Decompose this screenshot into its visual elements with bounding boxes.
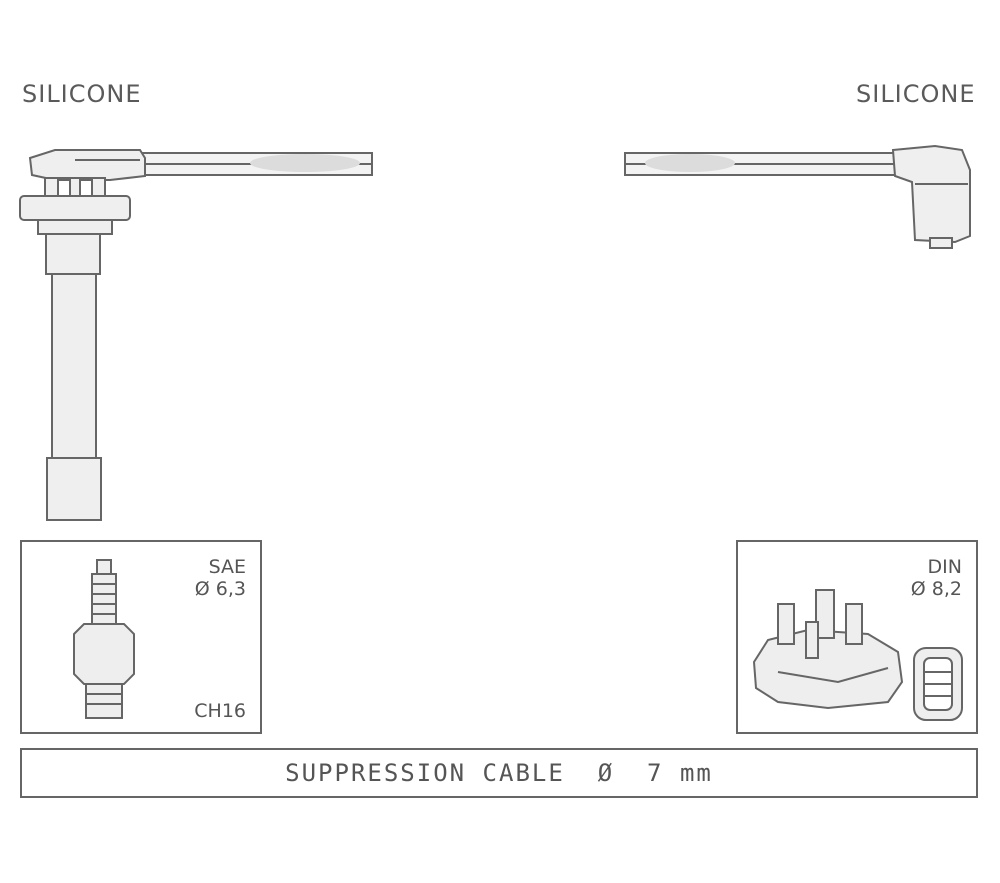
right-material-label: SILICONE xyxy=(856,80,976,108)
distributor-box: DIN Ø 8,2 xyxy=(736,540,978,734)
spark-plug-box: SAE Ø 6,3 CH16 xyxy=(20,540,262,734)
spark-plug-boot-left xyxy=(19,149,373,521)
suppression-cable-box: SUPPRESSION CABLE Ø 7 mm xyxy=(20,748,978,798)
distributor-diameter: Ø 8,2 xyxy=(910,578,962,600)
spark-plug-icon xyxy=(73,559,135,719)
left-material-label: SILICONE xyxy=(22,80,142,108)
spark-plug-standard: SAE xyxy=(208,556,246,578)
distributor-cap-icon xyxy=(752,589,963,721)
distributor-standard: DIN xyxy=(927,556,962,578)
distributor-boot-right xyxy=(624,144,971,249)
spark-plug-diameter: Ø 6,3 xyxy=(194,578,246,600)
suppression-cable-label: SUPPRESSION CABLE Ø 7 mm xyxy=(285,759,713,787)
spark-plug-code: CH16 xyxy=(194,700,246,722)
